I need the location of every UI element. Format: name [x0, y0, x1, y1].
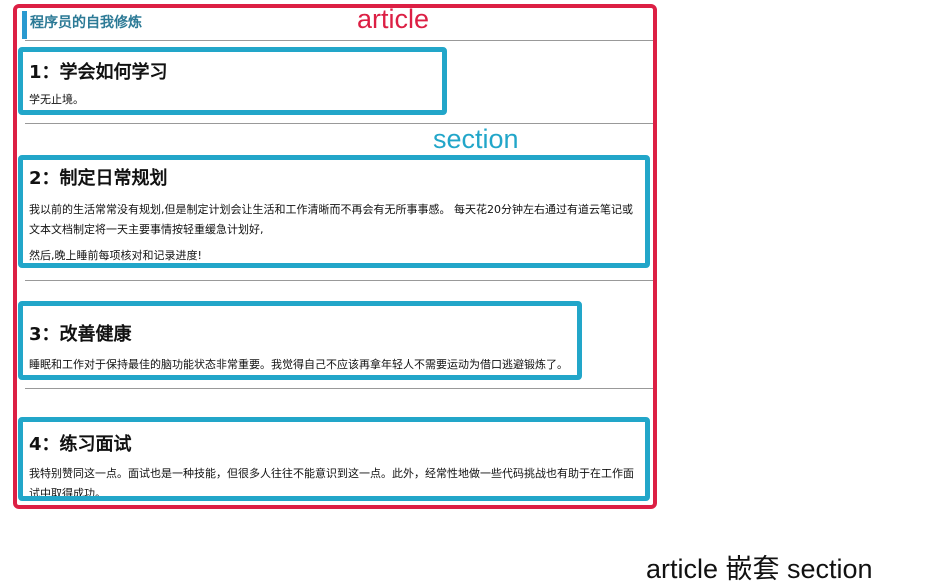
- section-2-para-1: 我以前的生活常常没有规划,但是制定计划会让生活和工作清晰而不再会有无所事事感。 …: [29, 203, 633, 236]
- section-1: 1：学会如何学习 学无止境。: [18, 47, 447, 115]
- section-3-para: 睡眠和工作对于保持最佳的脑功能状态非常重要。我觉得自己不应该再拿年轻人不需要运动…: [29, 358, 568, 371]
- section-3-heading: 3：改善健康: [29, 324, 132, 345]
- section-1-para: 学无止境。: [29, 93, 84, 106]
- diagram-caption: article 嵌套 section: [646, 554, 873, 584]
- page-title: 程序员的自我修炼: [30, 15, 142, 31]
- divider: [25, 40, 653, 41]
- section-annotation-label: section: [433, 124, 519, 154]
- divider: [25, 123, 653, 124]
- article-container: 程序员的自我修炼: [13, 4, 657, 509]
- section-2: 2：制定日常规划 我以前的生活常常没有规划,但是制定计划会让生活和工作清晰而不再…: [18, 155, 650, 268]
- section-2-heading: 2：制定日常规划: [29, 168, 168, 189]
- divider: [25, 280, 653, 281]
- section-4-para: 我特别赞同这一点。面试也是一种技能，但很多人往往不能意识到这一点。此外，经常性地…: [29, 467, 634, 500]
- section-2-para-2: 然后,晚上睡前每项核对和记录进度!: [29, 249, 202, 262]
- page-title-bar: [22, 11, 47, 39]
- section-3: 3：改善健康 睡眠和工作对于保持最佳的脑功能状态非常重要。我觉得自己不应该再拿年…: [18, 301, 582, 380]
- article-annotation-label: article: [357, 4, 430, 34]
- divider: [25, 388, 653, 389]
- section-4: 4：练习面试 我特别赞同这一点。面试也是一种技能，但很多人往往不能意识到这一点。…: [18, 417, 650, 501]
- section-4-heading: 4：练习面试: [29, 434, 132, 455]
- section-1-heading: 1：学会如何学习: [29, 62, 168, 83]
